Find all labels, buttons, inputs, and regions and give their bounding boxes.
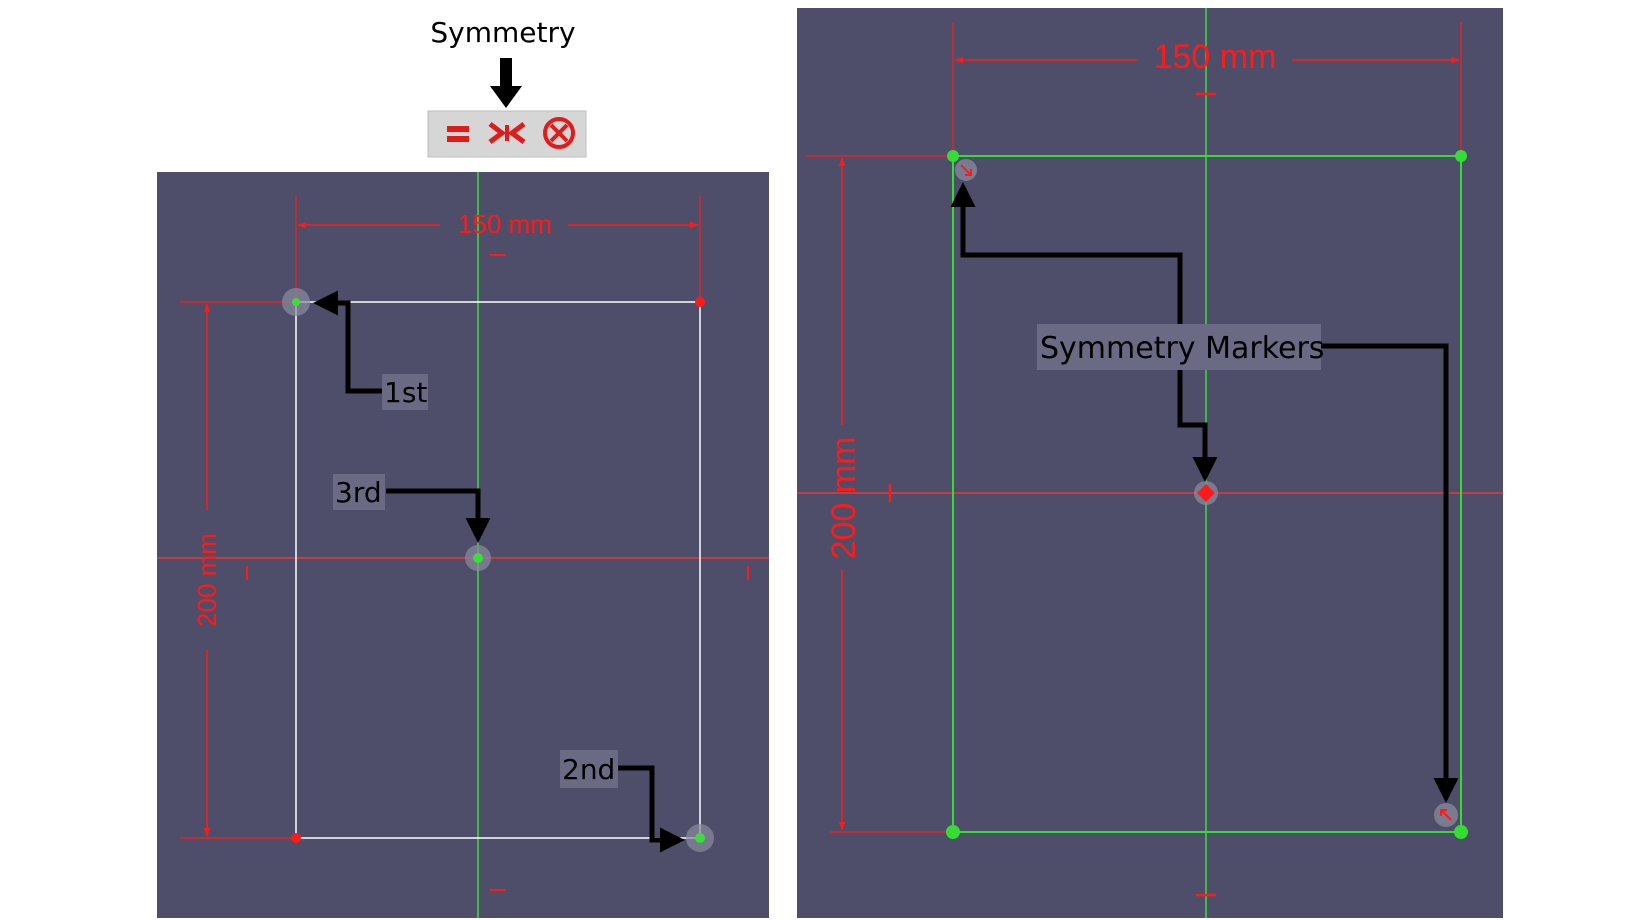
callout-third: 3rd (333, 474, 491, 543)
symmetry-icon[interactable] (488, 122, 526, 144)
width-dimension: 150 mm (295, 196, 701, 302)
height-dimension-label: 200 mm (825, 437, 863, 560)
circle-x-icon[interactable] (543, 117, 575, 149)
callout-second: 2nd (560, 750, 685, 853)
symmetry-marker-icon (1434, 803, 1458, 827)
vertex-bottom-left[interactable] (291, 833, 301, 843)
toolbar-pointer-arrow (490, 58, 522, 108)
symmetry-marker-icon (955, 159, 977, 181)
symmetry-marker-icon (1194, 481, 1218, 505)
equal-icon[interactable] (443, 120, 473, 148)
left-sketch-viewport: 150 mm 200 mm 1st 3rd (157, 172, 769, 918)
width-dimension-label: 150 mm (1154, 38, 1277, 76)
callout-third-label: 3rd (335, 476, 382, 509)
height-dimension: 200 mm (180, 301, 296, 839)
vertex-bottom-right[interactable] (695, 833, 705, 843)
width-dimension-label: 150 mm (458, 209, 552, 239)
vertex-top-left[interactable] (292, 298, 300, 306)
origin-point[interactable] (473, 553, 483, 563)
callout-first-label: 1st (384, 376, 427, 409)
height-dimension: 200 mm (805, 155, 953, 833)
vertex-top-right[interactable] (695, 297, 705, 307)
sketch-rectangle (952, 155, 1462, 833)
constraint-toolbar-group: Symmetry (427, 16, 587, 158)
symmetry-markers-label: Symmetry Markers (1040, 331, 1324, 366)
vertex-top-right[interactable] (1455, 150, 1467, 162)
vertex-top-left[interactable] (947, 150, 959, 162)
sketch-rectangle (295, 301, 701, 839)
toolbar-label: Symmetry (430, 16, 575, 49)
vertex-bottom-right[interactable] (1454, 825, 1468, 839)
height-dimension-label: 200 mm (192, 533, 222, 627)
callout-first: 1st (313, 290, 428, 410)
vertex-bottom-left[interactable] (946, 825, 960, 839)
callout-second-label: 2nd (562, 753, 615, 786)
callout-symmetry-markers: Symmetry Markers (950, 182, 1459, 803)
right-sketch-viewport: 150 mm 200 mm Symm (797, 8, 1503, 918)
width-dimension: 150 mm (952, 22, 1462, 156)
